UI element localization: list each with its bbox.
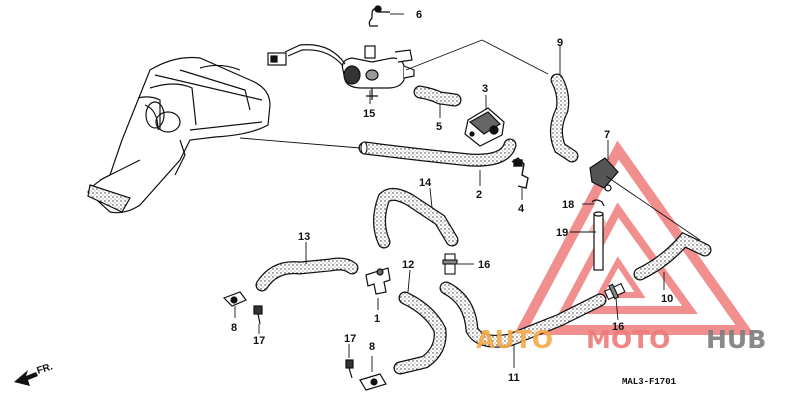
air-cleaner-housing (87, 56, 271, 214)
screw-part-17-left (253, 305, 263, 325)
diagram-code: MAL3-F1701 (622, 377, 677, 387)
watermark-text: AUTO MOTO HUB (476, 325, 766, 354)
callout-numbers: 6 9 3 15 5 7 2 14 4 18 19 13 12 16 1 10 … (231, 9, 673, 384)
callout-17-right: 17 (344, 333, 356, 345)
callout-8-left: 8 (231, 322, 237, 334)
callout-4: 4 (518, 203, 525, 215)
callout-15: 15 (363, 108, 375, 120)
front-direction-arrow: FR. (14, 361, 54, 386)
hose-part-13 (256, 258, 358, 291)
callout-3: 3 (482, 83, 488, 95)
tube-part-19 (593, 211, 604, 271)
callout-13: 13 (298, 231, 310, 243)
callout-7: 7 (604, 129, 610, 141)
callout-6: 6 (416, 9, 422, 21)
screw-part-17-right (345, 359, 354, 379)
clamp-part-4 (511, 157, 529, 189)
watermark-logo (513, 140, 755, 335)
watermark-text-auto: AUTO (476, 325, 553, 354)
clip-part-18 (591, 199, 605, 207)
callout-10: 10 (661, 293, 673, 305)
hose-part-2 (359, 139, 516, 166)
callout-12: 12 (402, 259, 414, 271)
callout-14: 14 (419, 177, 432, 189)
hose-part-12 (394, 292, 446, 374)
watermark-text-moto: MOTO (586, 325, 670, 354)
valve-wire-connector (267, 44, 346, 67)
callout-9: 9 (557, 37, 563, 49)
callout-11: 11 (508, 372, 520, 384)
callout-16-lower: 16 (612, 321, 624, 333)
callout-17-left: 17 (253, 335, 265, 347)
reed-valve-part-3 (464, 107, 505, 147)
leader-lines (234, 13, 701, 372)
hose-part-14 (374, 189, 458, 248)
control-valve (341, 45, 415, 100)
callout-19: 19 (556, 227, 568, 239)
hose-part-11 (440, 282, 606, 347)
hose-part-10 (634, 233, 711, 280)
hose-part-9 (551, 74, 578, 162)
callout-16-upper: 16 (478, 259, 490, 271)
joint-part-16-lower (603, 282, 626, 301)
cap-part-7 (589, 157, 619, 192)
callout-1: 1 (374, 313, 380, 325)
part-8-left (222, 291, 247, 307)
joint-part-16-upper (442, 253, 458, 275)
front-label: FR. (36, 361, 55, 377)
watermark-text-hub: HUB (706, 325, 766, 354)
clip-part-6 (368, 5, 390, 27)
callout-18: 18 (562, 199, 574, 211)
callout-2: 2 (476, 189, 482, 201)
part-8-lower (359, 373, 387, 391)
callout-8-lower: 8 (369, 341, 375, 353)
callout-5: 5 (436, 121, 442, 133)
t-joint-part-1 (365, 267, 391, 295)
